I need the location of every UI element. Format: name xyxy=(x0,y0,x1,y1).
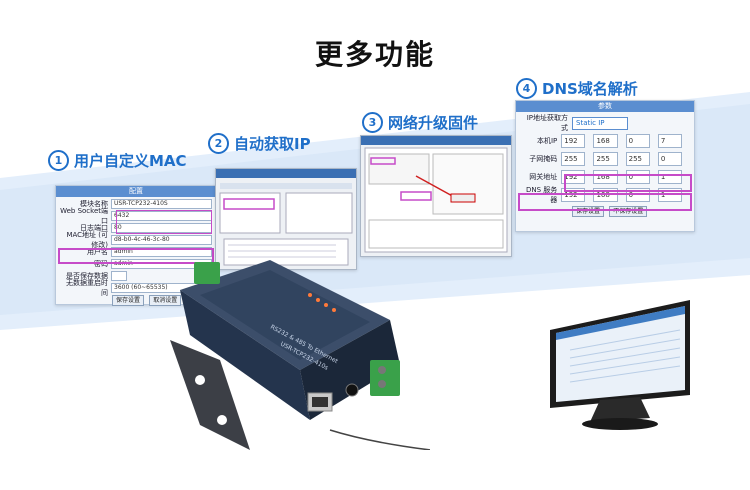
feature-1-number: 1 xyxy=(48,150,69,171)
auto-ip-screenshot xyxy=(215,168,357,270)
ip-mode-row: IP地址获取方式 Static IP xyxy=(520,114,690,132)
ip-octet[interactable]: 0 xyxy=(657,152,683,166)
ip-octet[interactable]: 1 xyxy=(657,170,683,184)
ip-octet[interactable]: 168 xyxy=(593,170,618,184)
dns-highlight-box xyxy=(518,193,692,211)
mac-highlight-box xyxy=(58,248,214,264)
save-data-field[interactable] xyxy=(111,271,127,281)
ip-octet[interactable]: 255 xyxy=(593,152,618,166)
firmware-upgrade-screenshot xyxy=(360,135,512,257)
ip-octet[interactable]: 0 xyxy=(625,170,650,184)
feature-4-number: 4 xyxy=(516,78,537,99)
feature-1-label: 用户自定义MAC xyxy=(74,152,187,170)
mac-address-field[interactable]: d8-b0-4c-46-3c-80 xyxy=(111,235,212,245)
feature-2-heading: 2 自动获取IP xyxy=(208,133,311,154)
save-settings-button[interactable]: 保存设置 xyxy=(112,295,145,306)
serial-server-device: RS232 & 485 To Ethernet USR-TCP232-410s xyxy=(170,260,430,450)
firmware-screenshot-drawing xyxy=(361,136,511,253)
auto-ip-screenshot-drawing xyxy=(216,169,356,266)
gateway-highlight-box xyxy=(564,174,692,192)
feature-2-label: 自动获取IP xyxy=(234,135,311,153)
monitor-display xyxy=(550,300,690,430)
config-row: 是否保存数据 xyxy=(60,271,212,281)
dns-cancel-button[interactable]: 不保存设置 xyxy=(609,206,648,217)
ip-mode-select[interactable]: Static IP xyxy=(572,116,628,130)
feature-3-heading: 3 网络升级固件 xyxy=(362,112,478,133)
page-title: 更多功能 xyxy=(314,38,435,71)
dns-save-button[interactable]: 保存设置 xyxy=(572,206,605,217)
username-field[interactable]: admin xyxy=(111,247,212,257)
ip-octet[interactable]: 192 xyxy=(561,170,586,184)
feature-3-label: 网络升级固件 xyxy=(388,114,479,132)
feature-2-number: 2 xyxy=(208,133,229,154)
module-name-field[interactable]: USR-TCP232-410S xyxy=(111,199,212,209)
feature-4-label: DNS域名解析 xyxy=(542,80,638,98)
feature-1-heading: 1 用户自定义MAC xyxy=(48,150,187,171)
ip-octet[interactable]: 168 xyxy=(593,134,618,148)
config-row: MAC地址 (可修改)d8-b0-4c-46-3c-80 xyxy=(60,231,212,249)
ip-octet[interactable]: 7 xyxy=(657,134,683,148)
ip-octet[interactable]: 0 xyxy=(625,134,650,148)
mac-config-header: 配置 xyxy=(56,186,216,197)
ip-octet[interactable]: 255 xyxy=(561,152,586,166)
ip-octet[interactable]: 255 xyxy=(625,152,650,166)
feature-4-heading: 4 DNS域名解析 xyxy=(516,78,638,99)
ip-octet[interactable]: 192 xyxy=(561,134,586,148)
port-highlight-box xyxy=(116,210,212,234)
feature-3-number: 3 xyxy=(362,112,383,133)
cancel-settings-button[interactable]: 取消设置 xyxy=(149,295,182,306)
dns-config-header: 参数 xyxy=(516,101,694,112)
